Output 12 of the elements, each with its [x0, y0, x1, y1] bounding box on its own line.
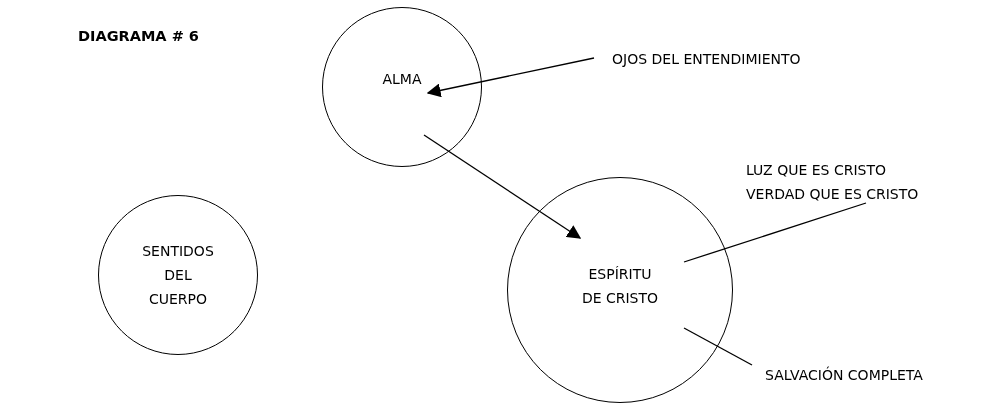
- circle-label: ESPÍRITU DE CRISTO: [580, 265, 660, 308]
- arrow: [426, 57, 595, 98]
- leader-line: [683, 202, 867, 263]
- circle-label: ALMA: [381, 70, 423, 89]
- leader-line: [683, 327, 753, 366]
- callout-text: LUZ QUE ES CRISTO: [746, 161, 887, 180]
- callout-text: OJOS DEL ENTENDIMIENTO: [612, 50, 801, 69]
- callout-text: SALVACIÓN COMPLETA: [765, 365, 923, 385]
- callout-text: VERDAD QUE ES CRISTO: [746, 185, 919, 204]
- diagram-title: DIAGRAMA # 6: [78, 28, 199, 44]
- arrow: [423, 134, 582, 239]
- circle-label: SENTIDOS DEL CUERPO: [141, 242, 215, 309]
